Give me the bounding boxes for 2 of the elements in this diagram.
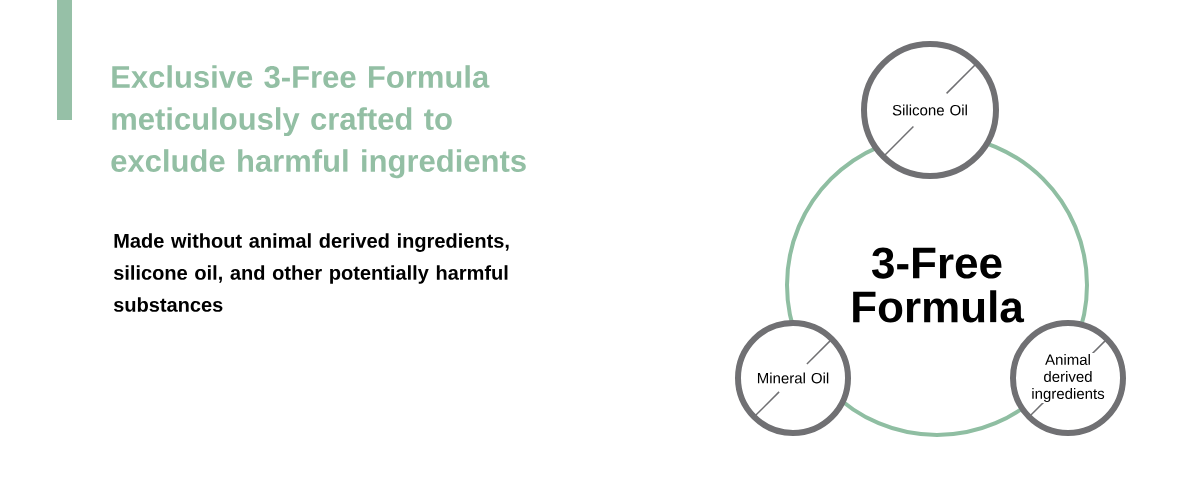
heading: Exclusive 3-Free Formula meticulously crafted to exclude harmful ingredients bbox=[111, 65, 526, 179]
description-text: Made without animal derived ingredients, silicone oil, and other potentially harmful substances bbox=[113, 233, 509, 312]
